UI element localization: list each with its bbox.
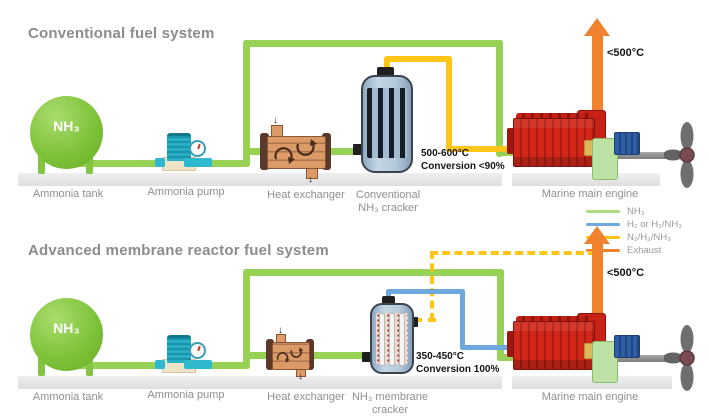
nh3-line-swatch <box>586 209 620 213</box>
nh3-pipe <box>497 354 517 361</box>
ammonia-tank: NH₃ <box>30 96 103 169</box>
platform <box>512 376 672 389</box>
propeller-shaft <box>612 152 686 159</box>
exhaust-arrowhead-icon <box>584 226 610 244</box>
membrane-tube <box>379 313 385 366</box>
shaft-generator <box>614 335 640 358</box>
cracker-inlet-port <box>353 144 363 155</box>
marine-engine <box>513 321 595 370</box>
hx-flow-arrow: ↓ <box>278 325 283 336</box>
engine-front <box>507 128 515 154</box>
propeller-icon <box>664 325 695 391</box>
cracker-top-stub <box>382 296 395 306</box>
legend-item-nh3: NH₃ <box>586 205 682 217</box>
h2-pipe <box>386 289 465 294</box>
hx-cap <box>266 339 274 370</box>
engine-label: Marine main engine <box>541 391 639 403</box>
shaft-generator <box>614 132 640 155</box>
pump-label: Ammonia pump <box>147 186 225 198</box>
cracker-label: NH₃ membrane cracker <box>351 391 428 416</box>
legend-item-exhaust: Exhaust <box>586 244 682 256</box>
tank-formula: NH₃ <box>53 320 80 336</box>
h2-line-swatch <box>586 222 620 226</box>
mix-pipe <box>384 56 452 62</box>
pump-motor <box>167 335 191 363</box>
cracker-temp-note: 500-600°C Conversion <90% <box>421 148 505 172</box>
engine-label: Marine main engine <box>541 188 639 200</box>
pressure-gauge <box>189 140 206 157</box>
nh3-pipe-bypass <box>243 40 503 47</box>
coil-icon <box>276 347 304 363</box>
pump-flange <box>155 158 165 167</box>
exhaust-arrowhead-icon <box>584 18 610 36</box>
heat-exchanger <box>272 342 310 370</box>
hx-cap <box>306 339 314 370</box>
platform <box>512 173 660 186</box>
system1-title: Conventional fuel system <box>28 25 215 42</box>
mix-recycle-pipe <box>430 251 596 255</box>
pump-flange <box>155 360 165 369</box>
exhaust-pipe <box>592 32 603 114</box>
h2-pipe <box>460 289 465 350</box>
cracker-top-stub <box>377 67 394 78</box>
hx-flow-arrow: ↓ <box>298 371 303 382</box>
cracker-tubes <box>367 88 407 158</box>
hx-label: Heat exchanger <box>267 391 345 403</box>
engine-front <box>507 331 515 357</box>
propeller-shaft <box>612 355 686 362</box>
tank-label: Ammonia tank <box>32 188 104 200</box>
tank-formula: NH₃ <box>53 118 80 134</box>
tank-label: Ammonia tank <box>32 391 104 403</box>
mix-pipe <box>384 56 390 70</box>
nh3-pipe-bypass <box>243 269 504 276</box>
heat-exchanger <box>267 136 326 169</box>
hx-flow-arrow: ↓ <box>273 115 278 126</box>
h2-pipe <box>460 345 517 350</box>
hx-flow-arrow: ↓ <box>308 174 313 185</box>
pump-label: Ammonia pump <box>147 389 225 401</box>
system2-title: Advanced membrane reactor fuel system <box>28 242 329 259</box>
nh3-pipe <box>497 150 515 156</box>
pressure-gauge <box>189 342 206 359</box>
hx-cap <box>260 133 269 170</box>
pump-fitting <box>184 158 212 167</box>
engine-head <box>516 113 590 120</box>
pump-motor <box>167 133 191 161</box>
nh3-pipe-riser <box>243 40 250 167</box>
hx-cap <box>322 133 331 170</box>
catalyst-bed <box>376 313 408 366</box>
propeller-icon <box>664 122 695 188</box>
cracker-temp-note: 350-450°C Conversion 100% <box>416 351 500 375</box>
platform <box>18 173 502 186</box>
exhaust-temp: <500°C <box>607 267 645 279</box>
gearbox <box>592 341 618 383</box>
legend-item-h2: H₂ or H₂/NH₃ <box>586 218 682 230</box>
ammonia-tank: NH₃ <box>30 298 103 371</box>
membrane-tube <box>399 313 405 366</box>
hx-label: Heat exchanger <box>267 189 345 201</box>
engine-head <box>516 316 590 323</box>
mix-recycle-pipe <box>430 251 434 321</box>
nh3-pipe-drop <box>496 40 503 157</box>
exhaust-pipe <box>592 240 603 318</box>
exhaust-temp: <500°C <box>607 47 645 59</box>
membrane-cracker <box>370 303 414 374</box>
nh3-pipe-riser <box>243 269 250 369</box>
cracker-inlet-port <box>362 352 372 362</box>
membrane-tube <box>389 313 395 366</box>
coil-icon <box>274 139 317 164</box>
platform <box>18 376 502 389</box>
cracker-label: Conventional NH₃ cracker <box>355 189 421 214</box>
mix-recycle-pipe <box>414 318 436 322</box>
exhaust-line-swatch <box>586 248 620 252</box>
marine-engine <box>513 118 595 167</box>
mix-pipe <box>446 56 452 152</box>
gearbox <box>592 138 618 180</box>
mix-pipe <box>446 146 517 152</box>
pump-fitting <box>184 360 212 369</box>
conventional-cracker <box>361 75 413 173</box>
nh3-pipe-drop <box>497 269 504 361</box>
